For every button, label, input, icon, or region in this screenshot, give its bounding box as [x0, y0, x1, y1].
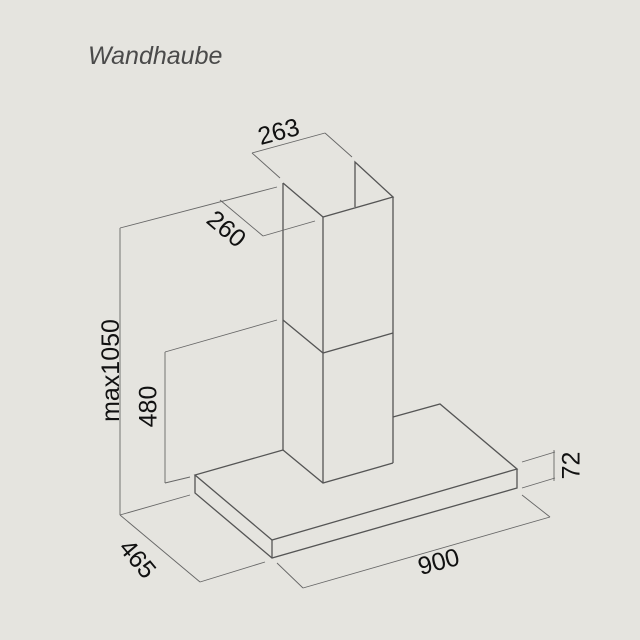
dim-lower-chimney-height: 480 — [134, 385, 163, 428]
hood-body — [193, 403, 519, 559]
diagram-title: Wandhaube — [88, 42, 223, 70]
chimney — [282, 160, 395, 483]
dim-hood-thickness: 72 — [557, 451, 586, 480]
dimension-lines — [119, 132, 556, 589]
chimney-joint — [282, 319, 394, 354]
dim-max-height: max1050 — [96, 319, 125, 422]
